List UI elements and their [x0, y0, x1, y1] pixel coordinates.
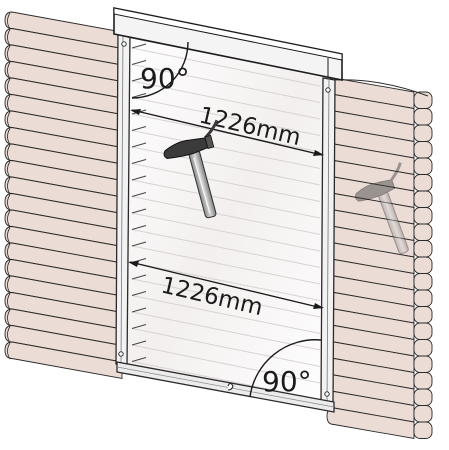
log-end [413, 108, 433, 126]
log-end [413, 355, 433, 373]
hammer-icon [163, 119, 219, 219]
hammer-icon [355, 162, 409, 255]
log [4, 341, 123, 380]
angle-marker-bottom: 90° [249, 339, 322, 398]
log-end [413, 124, 433, 142]
left-log-wall [4, 11, 123, 380]
window-frame [113, 7, 343, 413]
log-end [413, 190, 433, 208]
angle-marker-top: 90° [131, 41, 190, 99]
log-end [413, 273, 433, 291]
log-end [413, 289, 433, 307]
log-end [413, 405, 433, 423]
log-end [413, 372, 433, 390]
log-end [413, 339, 433, 357]
window-opening [122, 34, 333, 402]
log-end [413, 174, 433, 192]
angle-label-bottom: 90° [262, 365, 312, 398]
log-end [413, 421, 433, 439]
log-end [413, 306, 433, 324]
log-end [413, 223, 433, 241]
log-end [413, 322, 433, 340]
sill-fastener [227, 382, 234, 391]
log-end [413, 240, 433, 258]
right-log-wall [326, 77, 433, 440]
angle-label-top: 90° [140, 62, 190, 95]
log-end [413, 388, 433, 406]
log-end [413, 256, 433, 274]
log-end [413, 207, 433, 225]
log-end [413, 141, 433, 159]
log-end [413, 157, 433, 175]
